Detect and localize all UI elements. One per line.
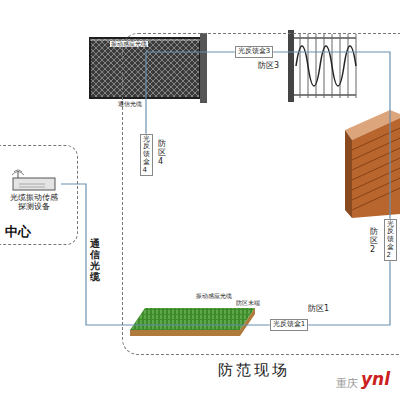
signal-waves bbox=[12, 170, 24, 175]
wall-front bbox=[352, 118, 400, 218]
site-title: 防范现场 bbox=[218, 361, 290, 380]
bar-fence bbox=[288, 30, 356, 102]
box-label: 光反馈盒1 bbox=[273, 321, 305, 329]
feedback-box: 光反馈盒4 bbox=[140, 134, 153, 176]
edge-label: 通信光缆 bbox=[90, 238, 100, 282]
sensing-device: 光缆振动传感探测设备 bbox=[7, 169, 61, 211]
mesh-fence bbox=[90, 33, 207, 103]
fiber-cable bbox=[61, 184, 270, 325]
brick-lines bbox=[352, 128, 400, 210]
fiber-cable bbox=[273, 52, 390, 219]
brick-wall bbox=[345, 110, 400, 218]
site-area: 光反馈盒1光反馈盒2光反馈盒3光反馈盒4防范现场 bbox=[122, 33, 400, 355]
mesh-fence-panel bbox=[90, 38, 200, 98]
zone-label: 防区3 bbox=[258, 62, 279, 71]
feedback-box: 光反馈盒3 bbox=[235, 46, 273, 58]
center-title: 中心 bbox=[5, 223, 77, 241]
device-case bbox=[13, 178, 55, 190]
fence-rail bbox=[294, 37, 356, 39]
box-label: 光反馈盒2 bbox=[387, 221, 394, 259]
fiber-cable bbox=[146, 52, 235, 134]
feedback-box: 光反馈盒1 bbox=[270, 319, 308, 331]
box-label: 光反馈盒4 bbox=[143, 136, 150, 174]
fence-rail bbox=[294, 94, 356, 96]
device-slots bbox=[19, 184, 45, 187]
antenna bbox=[18, 171, 19, 178]
box-label: 光反馈盒3 bbox=[238, 48, 270, 56]
zone-label: 防区4 bbox=[158, 140, 166, 166]
control-center-box: 光缆振动传感探测设备中心 bbox=[0, 145, 78, 245]
fiber-cable bbox=[308, 261, 390, 325]
grass-top bbox=[130, 308, 255, 330]
feedback-box: 光反馈盒2 bbox=[384, 219, 397, 261]
fence-post bbox=[288, 30, 294, 102]
watermark: 重庆 bbox=[336, 378, 358, 390]
cable-label: 防区末端 bbox=[236, 300, 260, 306]
cable-label: 振动感应光缆 bbox=[110, 41, 148, 47]
zone-label: 防区1 bbox=[308, 305, 329, 314]
zone-label: 防区2 bbox=[370, 228, 378, 254]
fence-post bbox=[200, 33, 207, 103]
device-label: 光缆振动传感探测设备 bbox=[7, 193, 61, 211]
grass-ground bbox=[130, 308, 255, 336]
grass-texture bbox=[130, 308, 255, 330]
wall-side bbox=[345, 130, 352, 218]
cable-label: 振动感应光缆 bbox=[196, 293, 232, 299]
watermark: ynl bbox=[361, 370, 390, 389]
soil-side bbox=[130, 308, 255, 336]
mesh-fence-grid bbox=[90, 38, 200, 98]
device-icon bbox=[9, 169, 59, 193]
cable-label: 通信光缆 bbox=[118, 101, 142, 107]
